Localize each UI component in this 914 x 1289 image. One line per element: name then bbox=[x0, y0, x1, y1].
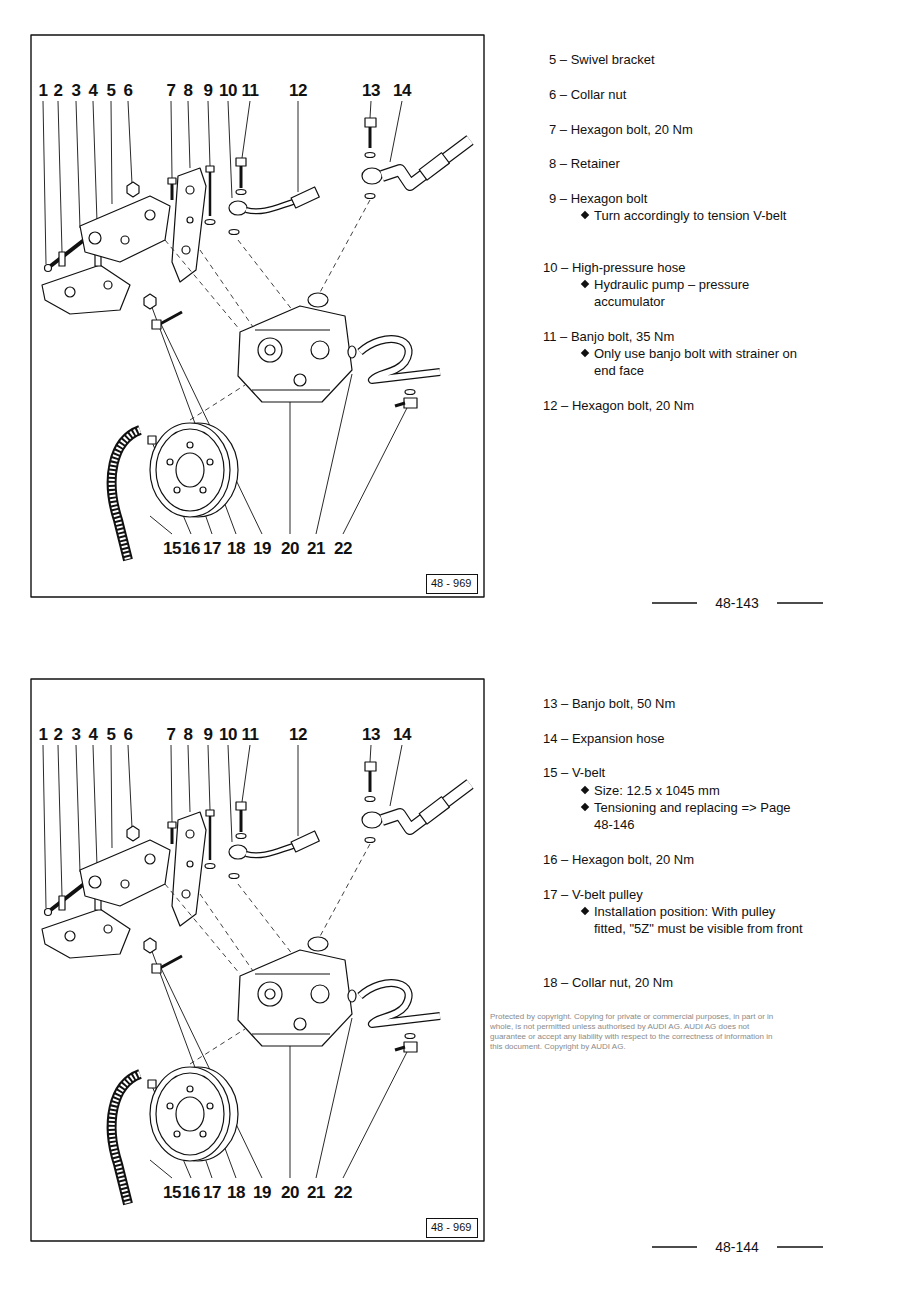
part-legend-item: 11 – Banjo bolt, 35 Nm bbox=[543, 328, 674, 345]
callout-number: 3 bbox=[72, 82, 81, 99]
callout-number: 9 bbox=[204, 82, 213, 99]
callout-number: 20 bbox=[281, 540, 299, 557]
callout-number: 12 bbox=[289, 726, 307, 743]
figure-number: 48 - 969 bbox=[427, 1219, 477, 1236]
callout-number: 18 bbox=[227, 540, 245, 557]
callout-number: 11 bbox=[242, 726, 259, 743]
callout-number: 15 bbox=[163, 1184, 181, 1201]
part-legend-item: 10 – High-pressure hose bbox=[543, 259, 685, 276]
callout-number: 4 bbox=[89, 726, 98, 743]
part-legend-item: 6 – Collar nut bbox=[549, 86, 626, 103]
callout-number: 8 bbox=[184, 82, 193, 99]
callout-number: 14 bbox=[393, 726, 411, 743]
callout-number: 15 bbox=[163, 540, 181, 557]
callout-number: 10 bbox=[219, 726, 237, 743]
note-text: Installation position: With pulley fitte… bbox=[594, 903, 806, 937]
callout-number: 1 bbox=[39, 82, 48, 99]
callout-number: 16 bbox=[182, 1184, 200, 1201]
part-legend-item: 18 – Collar nut, 20 Nm bbox=[543, 974, 673, 991]
callout-number: 17 bbox=[203, 1184, 221, 1201]
note-text: Only use banjo bolt with strainer on end… bbox=[594, 345, 806, 379]
note-text: Turn accordingly to tension V-belt bbox=[594, 207, 806, 224]
part-legend-item: 17 – V-belt pulley bbox=[543, 886, 643, 903]
part-legend-item: 13 – Banjo bolt, 50 Nm bbox=[543, 695, 675, 712]
part-legend-item: 15 – V-belt bbox=[543, 764, 605, 781]
callout-number: 22 bbox=[334, 540, 352, 557]
callout-number: 6 bbox=[124, 726, 133, 743]
callout-number: 5 bbox=[107, 82, 116, 99]
callout-number: 4 bbox=[89, 82, 98, 99]
illustration-part bbox=[652, 602, 697, 604]
callout-number: 8 bbox=[184, 726, 193, 743]
callout-number: 7 bbox=[167, 82, 176, 99]
illustration-part bbox=[777, 1246, 823, 1248]
callout-number: 7 bbox=[167, 726, 176, 743]
page-number: 48-144 bbox=[715, 1239, 759, 1255]
part-legend-item: 14 – Expansion hose bbox=[543, 730, 664, 747]
callout-number: 17 bbox=[203, 540, 221, 557]
illustration-panel bbox=[31, 35, 484, 597]
callout-number: 3 bbox=[72, 726, 81, 743]
callout-number: 20 bbox=[281, 1184, 299, 1201]
callout-number: 21 bbox=[307, 540, 325, 557]
callout-number: 1 bbox=[39, 726, 48, 743]
illustration-part bbox=[652, 1246, 697, 1248]
part-legend-item: 9 – Hexagon bolt bbox=[549, 190, 647, 207]
illustration-part bbox=[777, 602, 823, 604]
callout-number: 19 bbox=[253, 540, 271, 557]
callout-number: 10 bbox=[219, 82, 237, 99]
callout-number: 2 bbox=[54, 82, 63, 99]
note-text: Hydraulic pump – pressure accumulator bbox=[594, 276, 806, 310]
callout-number: 6 bbox=[124, 82, 133, 99]
callout-number: 19 bbox=[253, 1184, 271, 1201]
callout-number: 18 bbox=[227, 1184, 245, 1201]
page-number: 48-143 bbox=[715, 595, 759, 611]
callout-number: 21 bbox=[307, 1184, 325, 1201]
figure-number: 48 - 969 bbox=[427, 575, 477, 592]
callout-number: 14 bbox=[393, 82, 411, 99]
note-text: Tensioning and replacing => Page 48-146 bbox=[594, 799, 806, 833]
part-legend-item: 16 – Hexagon bolt, 20 Nm bbox=[543, 851, 694, 868]
copyright-watermark: Protected by copyright. Copying for priv… bbox=[490, 1012, 780, 1052]
illustration-panel bbox=[31, 679, 484, 1241]
figure-number-box: 48 - 969 bbox=[426, 1218, 478, 1238]
note-text: Size: 12.5 x 1045 mm bbox=[594, 782, 806, 799]
callout-number: 16 bbox=[182, 540, 200, 557]
callout-number: 2 bbox=[54, 726, 63, 743]
callout-number: 22 bbox=[334, 1184, 352, 1201]
part-legend-item: 12 – Hexagon bolt, 20 Nm bbox=[543, 397, 694, 414]
callout-number: 13 bbox=[362, 82, 380, 99]
part-legend-item: 8 – Retainer bbox=[549, 155, 620, 172]
figure-number-box: 48 - 969 bbox=[426, 574, 478, 594]
callout-number: 9 bbox=[204, 726, 213, 743]
callout-number: 5 bbox=[107, 726, 116, 743]
callout-number: 13 bbox=[362, 726, 380, 743]
part-legend-item: 7 – Hexagon bolt, 20 Nm bbox=[549, 121, 693, 138]
callout-number: 12 bbox=[289, 82, 307, 99]
callout-number: 11 bbox=[242, 82, 259, 99]
part-legend-item: 5 – Swivel bracket bbox=[549, 51, 655, 68]
